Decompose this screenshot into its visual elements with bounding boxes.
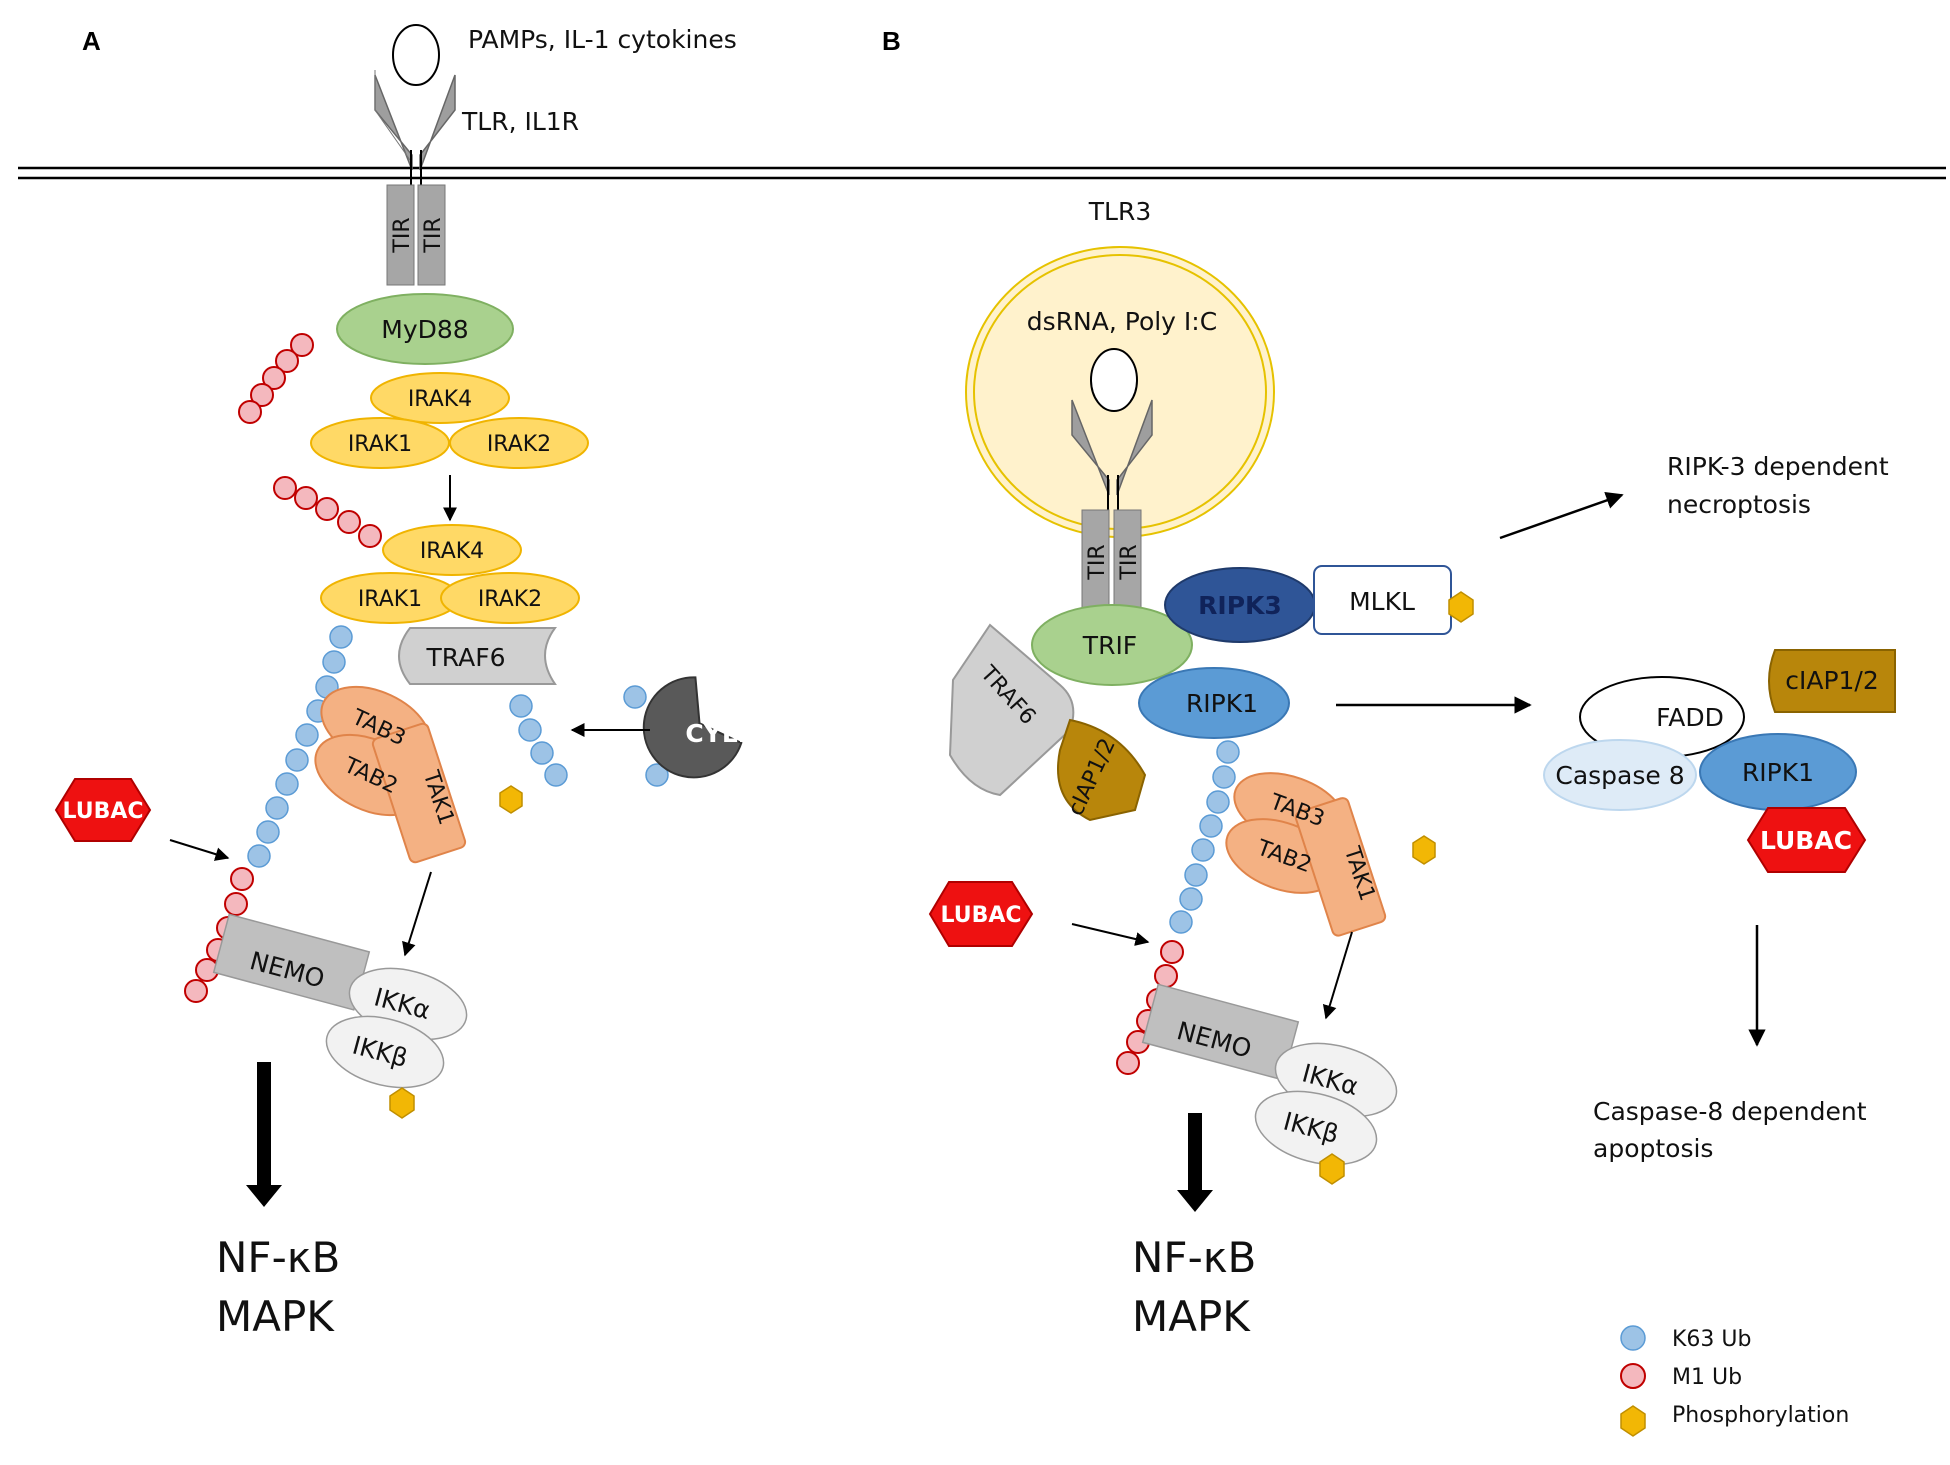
legend-k63-label: K63 Ub xyxy=(1672,1327,1751,1352)
ripk1-node-b xyxy=(1138,667,1290,739)
trif-label: TRIF xyxy=(1082,631,1137,660)
myd88-node xyxy=(336,293,514,365)
myd88-label: MyD88 xyxy=(381,315,468,344)
k63-ub-chain-traf6-a xyxy=(509,694,568,787)
ikkb-node-b xyxy=(1254,1090,1378,1166)
output-nfkb-b: NF-κB xyxy=(1132,1233,1256,1282)
phospho-tak1-b xyxy=(1412,835,1436,865)
lubac-label-a: LUBAC xyxy=(62,799,143,824)
arrow-lubac-a xyxy=(169,839,230,861)
caspase8-label: Caspase 8 xyxy=(1555,761,1684,790)
traf6-label-a: TRAF6 xyxy=(425,643,505,672)
ligand-oval xyxy=(392,24,440,86)
phospho-mlkl xyxy=(1448,591,1474,623)
apoptosis-label-1: Caspase-8 dependent xyxy=(1593,1097,1867,1126)
arrow-tak1-ikk-b xyxy=(1322,931,1353,1020)
tlr3-receptor xyxy=(1071,348,1153,611)
lubac-node-complex xyxy=(1746,807,1867,873)
legend-m1-swatch xyxy=(1620,1363,1646,1389)
arrow-lubac-b xyxy=(1071,923,1150,946)
ikkb-node-a xyxy=(325,1015,445,1089)
ligand-label-b: dsRNA, Poly I:C xyxy=(1027,307,1217,336)
caspase8-node xyxy=(1543,739,1697,811)
ligand-label-a: PAMPs, IL-1 cytokines xyxy=(468,25,737,54)
irak2-label-1: IRAK2 xyxy=(487,432,551,457)
legend-m1-label: M1 Ub xyxy=(1672,1365,1742,1390)
output-nfkb-a: NF-κB xyxy=(216,1233,340,1282)
irak-complex-2 xyxy=(320,524,580,624)
tlr-il1r-receptor xyxy=(374,24,456,286)
receptor-label-a: TLR, IL1R xyxy=(461,107,579,136)
ciap-label-complex: cIAP1/2 xyxy=(1785,666,1879,695)
trif-node xyxy=(1031,604,1193,686)
tir-label-b1: TIR xyxy=(1085,544,1110,580)
tir-label-a1: TIR xyxy=(390,217,415,253)
mlkl-label: MLKL xyxy=(1349,587,1415,616)
tir-label-a2: TIR xyxy=(421,217,446,253)
lubac-label-b: LUBAC xyxy=(940,903,1021,928)
output-mapk-b: MAPK xyxy=(1132,1292,1251,1341)
irak2-label-2: IRAK2 xyxy=(478,587,542,612)
irak1-label-2: IRAK1 xyxy=(358,587,422,612)
legend-phospho-swatch xyxy=(1620,1405,1646,1437)
phospho-ikkb-a xyxy=(389,1087,415,1119)
k63-ub-free xyxy=(623,685,669,787)
k63-ub-chain-b xyxy=(1169,740,1240,934)
ripk1-label-complex: RIPK1 xyxy=(1742,758,1814,787)
tir-label-b2: TIR xyxy=(1117,544,1142,580)
big-arrow-a xyxy=(246,1062,282,1207)
legend-k63-swatch xyxy=(1620,1325,1646,1351)
plasma-membrane xyxy=(18,166,1946,180)
irak1-label-1: IRAK1 xyxy=(348,432,412,457)
legend: K63 Ub M1 Ub Phosphorylation xyxy=(1620,1325,1849,1437)
panel-label-b: B xyxy=(882,26,901,56)
irak4-label-2: IRAK4 xyxy=(420,539,484,564)
ciap-node-complex xyxy=(1768,649,1896,713)
traf6-node-b xyxy=(948,623,1075,797)
big-arrow-b xyxy=(1177,1113,1213,1212)
output-mapk-a: MAPK xyxy=(216,1292,335,1341)
m1-ub-chain-irak xyxy=(273,476,382,548)
necroptosis-label-2: necroptosis xyxy=(1667,490,1811,519)
irak-complex-1 xyxy=(310,372,589,469)
irak4-label-1: IRAK4 xyxy=(408,387,472,412)
legend-phospho-label: Phosphorylation xyxy=(1672,1403,1849,1428)
m1-ub-chain-myd88 xyxy=(238,333,314,424)
cyld-label: CYLD xyxy=(685,719,758,748)
phospho-tak1-a xyxy=(499,785,523,814)
arrow-necroptosis xyxy=(1499,491,1624,540)
panel-label-a: A xyxy=(82,26,101,56)
arrow-tak1-ikk-a xyxy=(402,871,432,957)
tlr3-label: TLR3 xyxy=(1088,197,1151,226)
necroptosis-label-1: RIPK-3 dependent xyxy=(1667,452,1889,481)
lubac-label-complex: LUBAC xyxy=(1760,826,1852,855)
cyld-node xyxy=(642,676,743,779)
lubac-node-b xyxy=(928,881,1034,947)
fadd-label: FADD xyxy=(1656,703,1724,732)
apoptosis-label-2: apoptosis xyxy=(1593,1134,1713,1163)
ripk3-label: RIPK3 xyxy=(1198,591,1282,620)
lubac-node-a xyxy=(54,778,152,842)
tab-tak-complex-a xyxy=(314,685,467,864)
tab-tak-complex-b xyxy=(1225,772,1387,937)
traf6-node-a xyxy=(398,627,557,685)
phospho-ikkb-b xyxy=(1319,1153,1345,1185)
ripk1-label-b: RIPK1 xyxy=(1186,689,1258,718)
ciap-node-b xyxy=(1057,718,1147,822)
